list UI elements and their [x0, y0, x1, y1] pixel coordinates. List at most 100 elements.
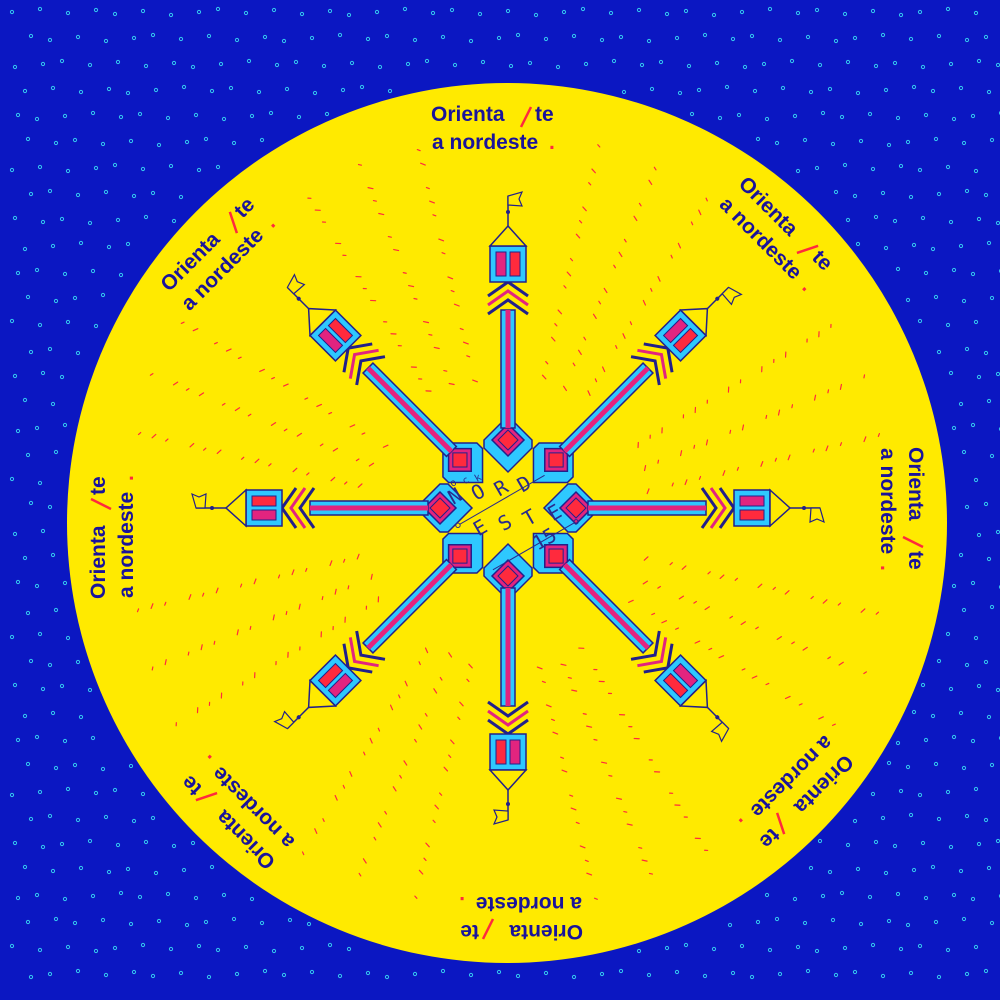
- bg-dot: [168, 12, 174, 18]
- dash-mark: [192, 328, 199, 332]
- dash-mark: [575, 233, 581, 239]
- dash-mark: [378, 212, 385, 216]
- bg-dot: [171, 218, 177, 224]
- bg-dot: [802, 137, 808, 143]
- bg-dot: [15, 895, 21, 901]
- bg-dot: [774, 916, 780, 922]
- dash-mark: [165, 438, 169, 442]
- bg-dot: [15, 737, 21, 743]
- bg-dot: [9, 792, 15, 798]
- dash-mark: [550, 718, 555, 721]
- bg-dot: [936, 349, 942, 355]
- bg-dot: [374, 9, 380, 15]
- dash-mark: [319, 443, 324, 447]
- dash-mark: [690, 221, 694, 226]
- bg-dot: [951, 583, 957, 589]
- bg-dot: [87, 62, 93, 68]
- bg-dot: [852, 818, 858, 824]
- bg-dot: [920, 215, 926, 221]
- dash-mark: [137, 431, 142, 436]
- bg-dot: [933, 761, 939, 767]
- dash-mark: [579, 219, 583, 224]
- dash-mark: [736, 466, 740, 471]
- dash-mark: [198, 392, 205, 397]
- bg-dot: [40, 61, 46, 67]
- dash-mark: [416, 149, 421, 152]
- dash-mark: [827, 656, 831, 660]
- bg-dot: [805, 34, 811, 40]
- bg-dot: [905, 922, 911, 928]
- dash-mark: [357, 163, 363, 166]
- bg-dot: [496, 35, 502, 41]
- bg-dot: [131, 969, 137, 975]
- dash-mark: [602, 366, 606, 373]
- dash-mark: [704, 606, 710, 611]
- dash-mark: [603, 287, 608, 294]
- dash-mark: [363, 751, 366, 756]
- bg-dot: [789, 58, 795, 64]
- bg-dot: [59, 683, 65, 689]
- bg-dot: [855, 866, 861, 872]
- dash-mark: [225, 348, 232, 352]
- dash-mark: [776, 636, 782, 640]
- bg-dot: [920, 682, 926, 688]
- dash-mark: [443, 766, 449, 772]
- dash-mark: [678, 595, 685, 600]
- bg-dot: [59, 216, 65, 222]
- dash-mark: [434, 804, 439, 810]
- dash-mark: [448, 754, 452, 758]
- bg-dot: [9, 167, 15, 173]
- bg-dot: [508, 63, 514, 69]
- bg-dot: [37, 322, 43, 328]
- slash-mark: [90, 497, 112, 511]
- bg-dot: [945, 322, 951, 328]
- dash-mark: [802, 646, 808, 651]
- dash-mark: [283, 428, 288, 432]
- bg-dot: [880, 190, 886, 196]
- bg-dot: [25, 610, 31, 616]
- bg-dot: [40, 686, 46, 692]
- slogan-nordeste: a nordeste: [476, 892, 582, 915]
- dash-mark: [586, 872, 593, 876]
- bg-dot: [228, 85, 234, 91]
- bg-dot: [40, 528, 46, 534]
- bg-dot: [664, 11, 670, 17]
- dash-mark: [438, 238, 445, 242]
- bg-dot: [767, 947, 773, 953]
- bg-dot: [961, 140, 967, 146]
- dash-mark: [425, 186, 430, 190]
- bg-dot: [112, 162, 118, 168]
- bg-dot: [206, 33, 212, 39]
- bg-dot: [923, 270, 929, 276]
- dash-mark: [270, 422, 277, 427]
- bg-dot: [895, 115, 901, 121]
- bg-dot: [886, 918, 892, 924]
- bg-dot: [306, 921, 312, 927]
- bg-dot: [209, 88, 215, 94]
- bg-dot: [970, 271, 976, 277]
- dash-mark: [387, 235, 392, 238]
- bg-dot: [259, 137, 265, 143]
- dash-mark: [860, 608, 866, 613]
- tower: [483, 542, 533, 825]
- bg-dot: [440, 968, 446, 974]
- dash-mark: [577, 349, 582, 356]
- bg-dot: [936, 658, 942, 664]
- dash-mark: [705, 439, 709, 446]
- dash-mark: [765, 414, 768, 420]
- bg-dot: [143, 214, 149, 220]
- bg-dot: [268, 110, 274, 116]
- bg-dot: [106, 86, 112, 92]
- bg-dot: [817, 838, 823, 844]
- dash-mark: [334, 794, 338, 801]
- bg-dot: [37, 789, 43, 795]
- bg-dot: [611, 58, 617, 64]
- bg-dot: [845, 842, 851, 848]
- bg-dot: [28, 500, 34, 506]
- bg-dot: [930, 713, 936, 719]
- bg-dot: [93, 948, 99, 954]
- dash-mark: [329, 560, 333, 567]
- dash-mark: [648, 179, 653, 186]
